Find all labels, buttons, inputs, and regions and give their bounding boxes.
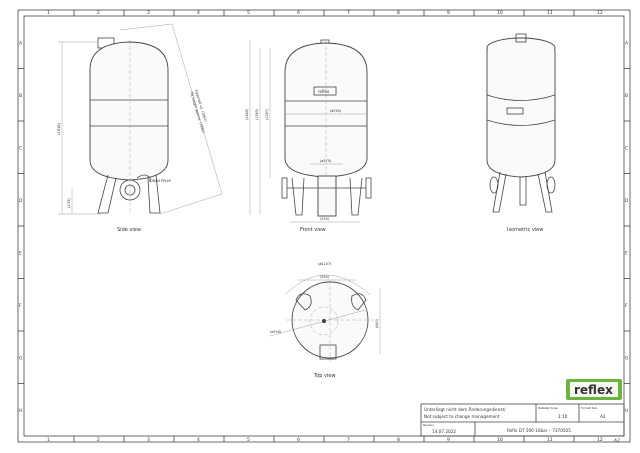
column-marker: 10 — [497, 437, 503, 443]
front-view-label: Front view — [300, 227, 326, 233]
side-view: (1618) (233) DN80 PN16 Kippmaß ca. (1861… — [57, 23, 223, 233]
scale-value: 1:10 — [558, 414, 568, 419]
revision-date: 14.07.2022 — [432, 429, 456, 434]
row-marker: D — [19, 198, 23, 204]
dim-foot-spacing: (554) — [320, 275, 330, 279]
dim-connection-height: (233) — [67, 198, 71, 208]
row-marker: D — [625, 198, 629, 204]
dim-vessel-height: (1563) — [255, 108, 259, 120]
row-marker: C — [625, 145, 628, 151]
format-corner: A2 — [614, 438, 620, 444]
column-marker: 2 — [97, 10, 100, 16]
row-marker: G — [19, 355, 23, 361]
front-view: reflex (ø740) (ø270) (550) (1645) (1563)… — [245, 39, 372, 233]
column-marker: 10 — [497, 10, 503, 16]
drawing-title: Reflx DT 500 16bar – 7370505 — [507, 428, 571, 433]
bottom-connection — [317, 175, 337, 217]
column-marker: 6 — [297, 437, 300, 443]
revision-label: Revision — [423, 423, 434, 427]
leg — [97, 174, 117, 214]
row-marker: B — [19, 93, 22, 99]
dim-diameter: (ø740) — [330, 109, 342, 113]
scale-label: Maßstab/ Scale — [538, 406, 558, 410]
dim-total-height: (1645) — [245, 108, 249, 120]
dim-body-height: (1287) — [265, 108, 269, 120]
flange-connection — [119, 179, 141, 201]
row-marker: C — [19, 145, 22, 151]
column-marker: 2 — [97, 437, 100, 443]
format-value: A2 — [600, 414, 606, 419]
column-marker: 7 — [347, 10, 350, 16]
side-view-label: Side view — [117, 227, 141, 233]
format-label: Format/ Size — [581, 406, 598, 410]
column-marker: 1 — [47, 10, 50, 16]
column-marker: 8 — [397, 10, 400, 16]
row-markers: A A B B C C D D E E F F G G H H — [18, 40, 630, 414]
notice-en: Not subject to change management — [424, 414, 500, 419]
dim-tilt-diameter: (ø1107) — [318, 262, 332, 266]
column-marker: 12 — [597, 10, 603, 16]
side-vessel — [89, 41, 169, 181]
column-marker: 3 — [147, 437, 150, 443]
column-marker: 4 — [197, 437, 200, 443]
dim-base-diameter: (ø270) — [320, 159, 332, 163]
dim-foot-width: (550) — [320, 217, 330, 221]
notice-de: Unterliegt nicht dem Änderungsdienst/ — [424, 407, 506, 412]
column-marker: 7 — [347, 437, 350, 443]
dim-height: (1618) — [57, 122, 61, 135]
row-marker: A — [625, 40, 629, 46]
row-marker: H — [19, 408, 22, 414]
row-marker: E — [625, 250, 628, 256]
column-marker: 11 — [547, 437, 553, 443]
reflex-badge — [313, 86, 337, 96]
dim-depth: (640) — [375, 318, 379, 328]
row-marker: H — [625, 408, 628, 414]
leg — [147, 174, 161, 214]
top-view: (ø1107) (554) (640) (ø740) Top view — [269, 262, 381, 379]
title-block: Unterliegt nicht dem Änderungsdienst/ No… — [420, 403, 625, 437]
reflex-logo: reflex — [566, 379, 622, 400]
iso-vessel — [486, 50, 556, 178]
row-marker: E — [19, 250, 22, 256]
row-marker: F — [625, 303, 628, 309]
dim-top-diameter: (ø740) — [270, 330, 282, 334]
logo-text: reflex — [574, 383, 613, 397]
row-marker: F — [19, 303, 22, 309]
top-view-label: Top view — [313, 373, 336, 379]
column-marker: 9 — [447, 10, 450, 16]
row-marker: G — [625, 355, 629, 361]
isometric-view-label: Isometric view — [507, 227, 543, 233]
isometric-view: Isometric view — [486, 33, 556, 233]
dim-connection: DN80 PN16 — [150, 179, 171, 183]
column-marker: 4 — [197, 10, 200, 16]
column-marker: 11 — [547, 10, 553, 16]
row-marker: A — [19, 40, 23, 46]
column-marker: 5 — [247, 437, 250, 443]
column-marker: 5 — [247, 10, 250, 16]
column-marker: 9 — [447, 437, 450, 443]
column-marker: 1 — [47, 437, 50, 443]
badge-text: reflex — [318, 89, 330, 94]
column-marker: 3 — [147, 10, 150, 16]
row-marker: B — [625, 93, 628, 99]
column-marker: 8 — [397, 437, 400, 443]
column-marker: 12 — [597, 437, 603, 443]
column-marker: 6 — [297, 10, 300, 16]
